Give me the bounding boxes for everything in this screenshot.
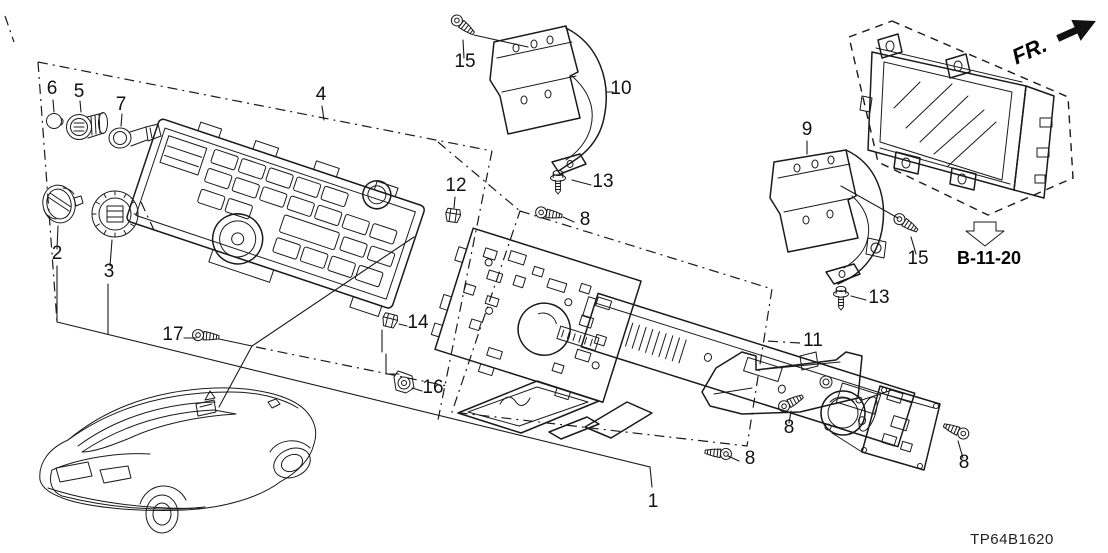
display-region-boundary (848, 20, 1074, 216)
car-unit-location-marker (195, 390, 217, 417)
part-label-8a: 8 (580, 209, 591, 230)
screw-15-top (448, 12, 478, 39)
rotary-knob-drawing (91, 190, 139, 238)
fr-direction: FR. (1008, 19, 1096, 69)
illumination-knob-drawing (66, 112, 108, 140)
part-label-13b: 13 (868, 287, 889, 308)
part-label-15b: 15 (907, 248, 928, 269)
part-label-5: 5 (74, 81, 85, 102)
clip-14 (380, 311, 400, 330)
part-label-1: 1 (648, 491, 659, 512)
part-label-9: 9 (802, 119, 813, 140)
screw-8-bottom (703, 445, 733, 461)
chassis-vents (625, 322, 687, 364)
circuit-board-drawing (430, 227, 642, 403)
fr-direction-label: FR. (1008, 32, 1051, 69)
panel-buttons (197, 149, 398, 288)
inner-region-boundary (451, 210, 773, 447)
part-label-12: 12 (445, 175, 466, 196)
screw-15-right (891, 210, 921, 236)
screw-8-board (534, 205, 564, 223)
part-label-7: 7 (116, 94, 127, 115)
screw-8-unit-left (776, 391, 806, 415)
display-unit-drawing (859, 33, 1055, 199)
screw-8-unit-right (941, 419, 971, 442)
part-label-13a: 13 (592, 171, 613, 192)
knob-cap-drawing (46, 113, 64, 129)
sheet-squiggle (499, 396, 531, 406)
grommet-16 (393, 370, 415, 394)
part-label-3: 3 (104, 261, 115, 282)
part-label-10: 10 (610, 78, 631, 99)
fr-arrow-icon (1056, 19, 1096, 42)
side-bracket-drawing (769, 149, 887, 285)
diagram-code-label: TP64B1620 (970, 531, 1054, 548)
location-leader-lines (218, 236, 415, 408)
upper-bracket-drawing (489, 25, 607, 175)
mech-bracket-drawing (701, 351, 863, 415)
part-label-11: 11 (803, 330, 823, 351)
part-label-17: 17 (162, 324, 183, 345)
part-label-15a: 15 (454, 51, 475, 72)
section-ref-label: B-11-20 (957, 248, 1021, 268)
button-knob-drawing (108, 123, 162, 149)
part-label-4: 4 (316, 84, 327, 105)
section-ref-arrow-icon (965, 221, 1005, 247)
screw-13-upper (550, 169, 566, 195)
board-components (462, 247, 613, 374)
part-label-14: 14 (407, 312, 429, 333)
centerline-dashes (140, 201, 448, 387)
section-reference: B-11-20 (957, 221, 1021, 268)
socket-plate-details (881, 415, 913, 453)
part-label-8d: 8 (959, 452, 970, 473)
socket-unit-drawing (820, 385, 941, 471)
screw-17 (191, 328, 221, 344)
clip-12 (444, 207, 462, 224)
part-label-16: 16 (422, 377, 443, 398)
part-label-8c: 8 (784, 417, 795, 438)
outer-region-boundary (4, 15, 653, 488)
dial-knob-drawing (42, 184, 84, 224)
screw-13-right (833, 285, 849, 311)
part-label-2: 2 (52, 243, 63, 264)
insulator-sheets-drawing (457, 380, 653, 440)
display-glass-shine (893, 81, 997, 167)
chassis-drawing (580, 292, 916, 448)
part-label-8b: 8 (745, 448, 756, 469)
control-panel-drawing (126, 118, 425, 318)
car-location-drawing (39, 387, 317, 534)
leader-lines (52, 34, 964, 462)
part-label-6: 6 (47, 78, 58, 99)
